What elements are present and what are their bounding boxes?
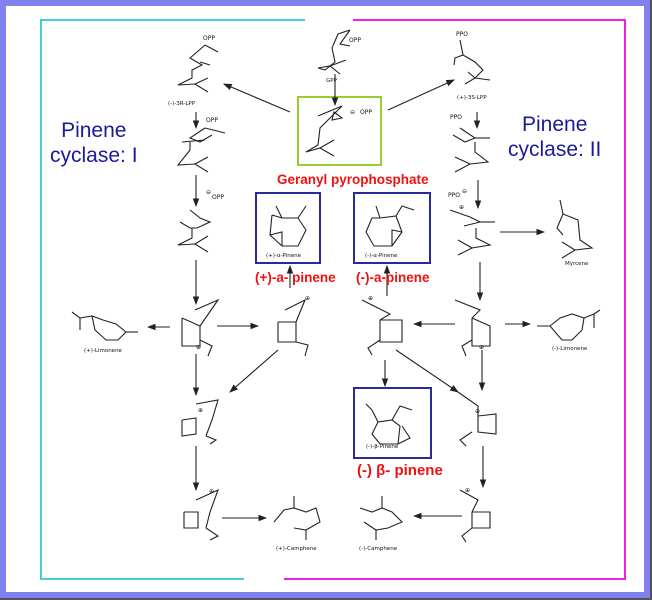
cation-charge: ⊕: [459, 204, 464, 211]
cyclase-1-bracket: [40, 19, 305, 580]
ppo-label: PPO: [456, 31, 468, 38]
gpp-box: [297, 96, 382, 166]
right-pinanyl-cation: [454, 299, 491, 357]
neg-charge: ⊖: [206, 189, 211, 196]
minus-beta-pinene-box: [353, 387, 432, 459]
ppo-label: PPO: [448, 192, 460, 199]
right-fenchyl-cation: [457, 391, 497, 447]
gpp-highlight-label: Geranyl pyrophosphate: [277, 172, 429, 187]
minus-alpha-pinene-structure: [365, 205, 415, 247]
gpp-ion-structure: [305, 105, 344, 157]
opp-label: OPP: [206, 117, 218, 124]
neg-charge: ⊖: [462, 188, 467, 195]
plus-limonene-label: (+)-Limonene: [84, 348, 123, 354]
plus-alpha-pinene-box: [255, 192, 321, 264]
neg-charge: ⊖: [350, 109, 355, 116]
cyclase-1-title: Pinene cyclase: I: [50, 118, 138, 168]
lpp-left-structure: [177, 44, 219, 93]
plus-camphene-structure: [273, 496, 321, 540]
minus-alpha-pinene-label: (-)-α-Pinene: [365, 253, 398, 259]
left-pinanyl-cation: [181, 298, 220, 357]
plus-camphene-label: (+)-Camphene: [276, 546, 317, 552]
minus-camphene-structure: [359, 496, 403, 540]
cyclase-1-title-line2: cyclase: I: [50, 144, 138, 167]
plus-alpha-pinene-highlight-label: (+)-a- pinene: [255, 270, 336, 285]
cation-charge: ⊕: [465, 487, 470, 494]
left-bornyl-cation: [277, 298, 309, 357]
minus-beta-pinene-label: (-)-β-Pinene: [366, 444, 399, 450]
cyclase-2-title-line1: Pinene: [521, 113, 588, 136]
left-fenchyl-cation: [181, 399, 219, 445]
cation-charge: ⊕: [196, 344, 201, 351]
minus-camphene-label: (-)-Camphene: [359, 546, 398, 552]
plus-alpha-pinene-label: (+)-α-Pinene: [266, 253, 302, 259]
plus-alpha-pinene-structure: [269, 205, 307, 247]
cyclase-1-title-line1: Pinene: [61, 119, 127, 142]
gpp-label: GPP: [326, 78, 338, 84]
right-intermediate-2: [452, 127, 490, 173]
minus-beta-pinene-highlight-label: (-) β- pinene: [357, 462, 443, 479]
cation-charge: ⊕: [305, 295, 310, 302]
lpp-right-label: (+)-3S-LPP: [457, 95, 487, 101]
opp-label: OPP: [360, 109, 372, 116]
right-camphene-precursor: [459, 489, 491, 543]
plus-limonene-structure: [71, 311, 138, 341]
cyclase-2-bracket: [284, 19, 626, 580]
right-bornyl-cation: [361, 299, 403, 356]
cyclase-2-title: Pinene cyclase: II: [508, 112, 601, 162]
opp-label: OPP: [212, 194, 224, 201]
cyclase-2-title-line2: cyclase: II: [508, 138, 602, 161]
myrcene-structure: [556, 199, 594, 259]
gpp-structure: [317, 29, 351, 75]
minus-beta-pinene-structure: [365, 403, 413, 445]
cation-charge: ⊕: [209, 488, 214, 495]
cation-charge: ⊕: [475, 408, 480, 415]
minus-alpha-pinene-highlight-label: (-)-a-pinene: [356, 270, 430, 285]
cation-charge: ⊕: [479, 344, 484, 351]
left-intermediate-2: [176, 127, 226, 173]
lpp-right-structure: [453, 39, 491, 85]
right-intermediate-3: [449, 209, 495, 256]
ppo-label: PPO: [450, 114, 462, 121]
opp-label: OPP: [203, 35, 215, 42]
lpp-left-label: (-)-3R-LPP: [168, 101, 196, 107]
cation-charge: ⊕: [368, 295, 373, 302]
minus-alpha-pinene-box: [353, 192, 431, 264]
left-intermediate-3: [177, 209, 212, 253]
reaction-arrows: [146, 74, 546, 522]
myrcene-label: Myrcene: [565, 261, 589, 267]
opp-label: OPP: [349, 37, 361, 44]
left-camphene-precursor: [183, 488, 220, 541]
minus-limonene-label: (-)-Limonene: [552, 346, 588, 352]
cation-charge: ⊕: [198, 407, 203, 414]
minus-limonene-structure: [537, 309, 601, 341]
